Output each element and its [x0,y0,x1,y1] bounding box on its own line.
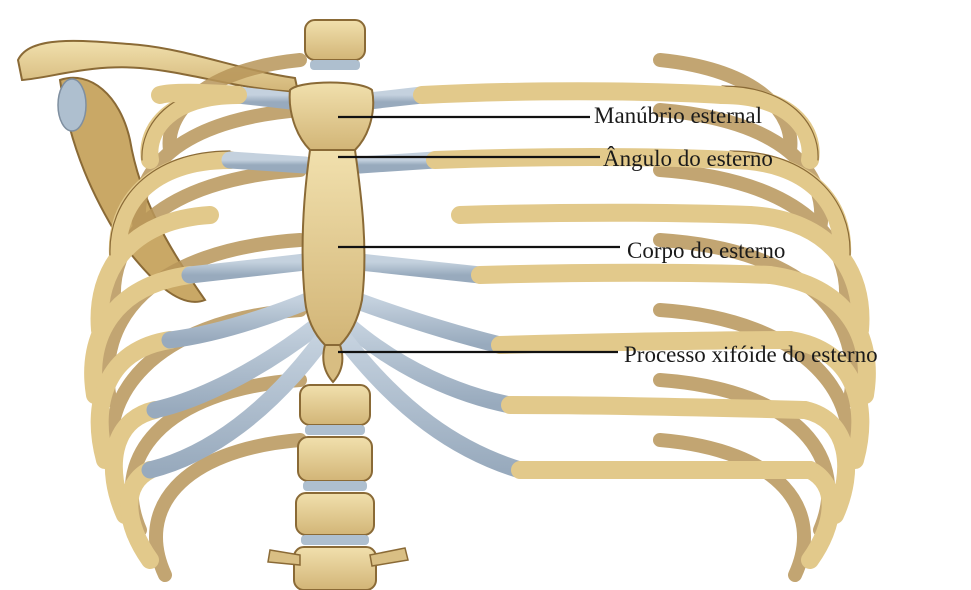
label-sternum-body: Corpo do esterno [627,239,785,262]
ribs [93,60,867,575]
label-manubrium: Manúbrio esternal [594,104,762,127]
glenoid-cavity [58,79,86,131]
label-xiphoid-process: Processo xifóide do esterno [624,343,878,366]
label-sternal-angle: Ângulo do esterno [603,147,773,170]
xiphoid-shape [323,345,342,382]
